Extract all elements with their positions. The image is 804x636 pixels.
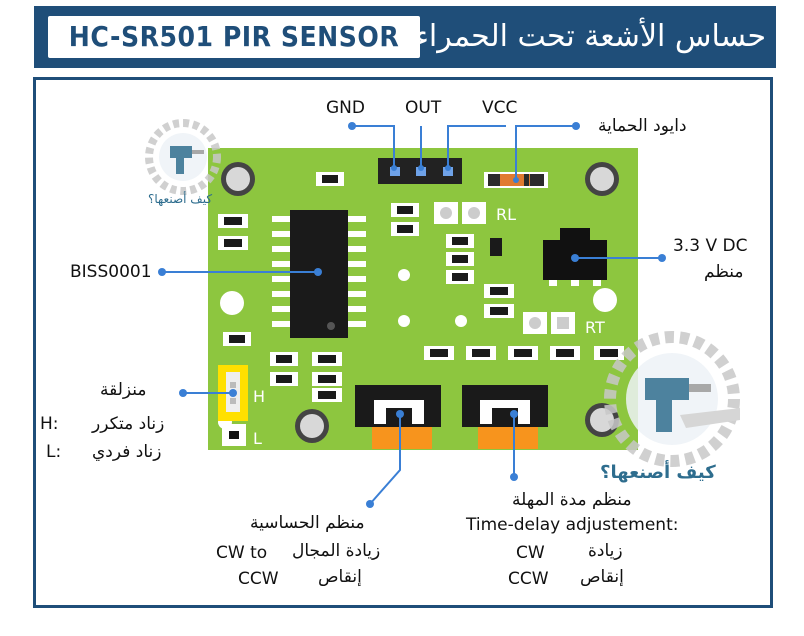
vcc-pin <box>443 167 453 176</box>
pointer-dots <box>158 122 666 508</box>
title-english: HC-SR501 PIR SENSOR <box>48 16 420 58</box>
pointer-lines <box>162 125 662 505</box>
gnd-pin <box>390 167 400 176</box>
watermark-text-large: كيف أصنعها؟ <box>600 462 716 483</box>
title-arabic: حساس الأشعة تحت الحمراء <box>414 19 766 54</box>
h-description: زناد متكرر <box>92 414 165 434</box>
watermark-logo-large <box>604 331 740 467</box>
delay-ccw-label: CCW <box>508 569 549 589</box>
delay-title-arabic: منظم مدة المهلة <box>512 490 632 510</box>
chip-label: BISS0001 <box>70 262 152 282</box>
sensitivity-cw-label: CW to <box>216 543 268 563</box>
jumper-title: منزلقة <box>100 380 147 400</box>
rt-pads <box>523 312 575 334</box>
delay-title-english: Time-delay adjustement: <box>466 515 679 535</box>
smd-components <box>218 172 624 402</box>
time-delay-potentiometer <box>462 385 548 449</box>
regulator-voltage-label: 3.3 V DC <box>673 236 748 256</box>
diode-label: دايود الحماية <box>598 116 687 136</box>
watermark-logo-small <box>145 119 221 195</box>
h-key: H: <box>40 414 59 434</box>
sensitivity-ccw-label: CCW <box>238 569 279 589</box>
sensitivity-potentiometer <box>355 385 441 449</box>
watermark-text-small: كيف أصنعها؟ <box>148 192 213 206</box>
l-key: L: <box>46 442 62 462</box>
h-mark: H <box>253 387 265 406</box>
rl-pads <box>434 202 486 224</box>
sensitivity-title: منظم الحساسية <box>250 513 365 533</box>
rt-mark: RT <box>585 318 605 337</box>
rl-mark: RL <box>496 205 516 224</box>
sensitivity-increase: زيادة المجال <box>292 541 381 561</box>
delay-decrease: إنقاص <box>580 567 624 587</box>
out-pin <box>416 167 426 176</box>
trigger-jumper <box>218 365 248 446</box>
out-label: OUT <box>405 98 442 118</box>
delay-increase: زيادة <box>588 541 623 561</box>
gnd-label: GND <box>326 98 365 118</box>
l-mark: L <box>253 429 262 448</box>
l-description: زناد فردي <box>92 442 162 462</box>
sensitivity-decrease: إنقاص <box>318 567 362 587</box>
regulator-label: منظم <box>704 262 744 282</box>
header-bar: HC-SR501 PIR SENSOR حساس الأشعة تحت الحم… <box>34 6 776 68</box>
vcc-label: VCC <box>482 98 518 118</box>
delay-cw-label: CW <box>516 543 545 563</box>
